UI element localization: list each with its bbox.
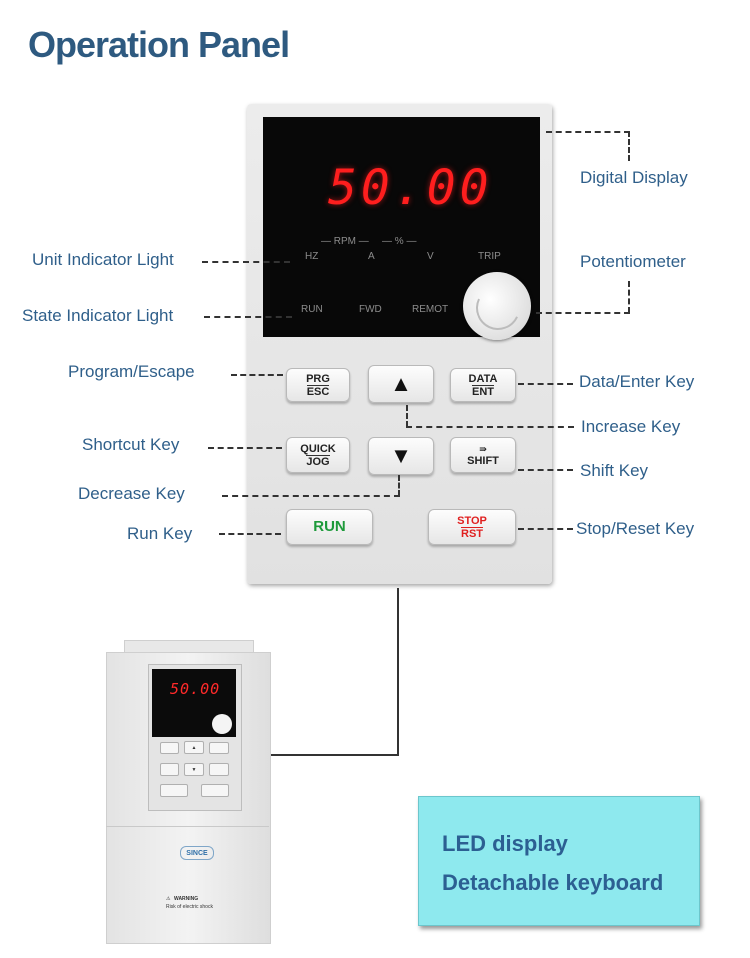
mini-digital-display: 50.00 bbox=[170, 680, 221, 698]
mini-key-run bbox=[160, 784, 188, 797]
state-light-remot: REMOT bbox=[412, 304, 449, 315]
callout-shift: Shift Key bbox=[580, 461, 649, 480]
potentiometer-knob[interactable] bbox=[463, 272, 531, 340]
callout-data-enter: Data/Enter Key bbox=[579, 372, 695, 391]
warning-icon: ⚠ bbox=[166, 896, 171, 902]
unit-light-hz: HZ bbox=[305, 251, 319, 262]
callout-program-escape: Program/Escape bbox=[68, 362, 195, 381]
prg-label: PRG bbox=[306, 372, 330, 385]
callout-digital-display: Digital Display bbox=[580, 168, 688, 187]
leader-stop-reset bbox=[518, 528, 573, 530]
leader-potentiometer bbox=[536, 312, 630, 314]
leader-unit-indicator bbox=[202, 261, 290, 263]
callout-shortcut: Shortcut Key bbox=[82, 435, 180, 454]
leader-state-indicator bbox=[204, 316, 292, 318]
leader-data-enter bbox=[518, 383, 573, 385]
mini-key-data bbox=[209, 742, 229, 754]
ent-label: ENT bbox=[472, 384, 494, 398]
leader-digital-display bbox=[546, 131, 630, 133]
callout-unit-indicator: Unit Indicator Light bbox=[32, 250, 174, 269]
shift-key[interactable]: ⇛ SHIFT bbox=[450, 437, 516, 473]
mini-key-stop bbox=[201, 784, 229, 797]
brand-logo: SINCE bbox=[180, 846, 214, 860]
quick-label: QUICK bbox=[300, 442, 336, 455]
leader-run bbox=[219, 533, 281, 535]
connector-line-h bbox=[240, 754, 399, 756]
unit-light-v: V bbox=[427, 251, 434, 262]
leader-increase bbox=[406, 426, 574, 428]
callout-increase: Increase Key bbox=[581, 417, 681, 436]
mini-key-shift bbox=[209, 763, 229, 776]
leader-shift bbox=[518, 469, 573, 471]
feature-led-display: LED display bbox=[442, 831, 568, 856]
prg-esc-key[interactable]: PRG ESC bbox=[286, 368, 350, 402]
digital-display: 50.00 bbox=[328, 160, 493, 216]
leader-potentiometer-v bbox=[628, 281, 630, 313]
callout-decrease: Decrease Key bbox=[78, 484, 185, 503]
stop-reset-key[interactable]: STOP RST bbox=[428, 509, 516, 545]
state-light-fwd: FWD bbox=[359, 304, 382, 315]
shift-arrow-icon: ⇛ bbox=[479, 444, 487, 454]
unit-group-rpm: — RPM — bbox=[321, 236, 369, 247]
leader-shortcut bbox=[208, 447, 282, 449]
warning-title: WARNING bbox=[174, 896, 199, 902]
run-label: RUN bbox=[313, 518, 346, 535]
drive-seam bbox=[106, 826, 269, 827]
leader-decrease-v bbox=[398, 475, 400, 496]
shift-label: SHIFT bbox=[467, 455, 499, 467]
leader-decrease bbox=[222, 495, 400, 497]
arrow-down-icon: ▼ bbox=[390, 443, 412, 468]
callout-run: Run Key bbox=[127, 524, 193, 543]
decrease-key[interactable]: ▼ bbox=[368, 437, 434, 475]
mini-key-prg bbox=[160, 742, 179, 754]
quick-jog-key[interactable]: QUICK JOG bbox=[286, 437, 350, 473]
rst-label: RST bbox=[461, 526, 483, 540]
mini-key-down: ▼ bbox=[184, 763, 204, 776]
mini-key-up: ▲ bbox=[184, 741, 204, 754]
leader-increase-v bbox=[406, 405, 408, 427]
esc-label: ESC bbox=[306, 384, 330, 398]
mini-potentiometer bbox=[212, 714, 232, 734]
arrow-up-icon: ▲ bbox=[390, 371, 412, 396]
state-light-run: RUN bbox=[301, 304, 323, 315]
feature-callout-box bbox=[418, 796, 700, 926]
data-label: DATA bbox=[468, 372, 498, 385]
data-enter-key[interactable]: DATA ENT bbox=[450, 368, 516, 402]
increase-key[interactable]: ▲ bbox=[368, 365, 434, 403]
feature-detachable-keyboard: Detachable keyboard bbox=[442, 870, 664, 895]
stop-label: STOP bbox=[457, 514, 487, 527]
unit-light-a: A bbox=[368, 251, 375, 262]
leader-digital-display-v bbox=[628, 131, 630, 161]
page-title: Operation Panel bbox=[28, 24, 290, 65]
warning-text: Risk of electric shock bbox=[166, 904, 213, 910]
unit-light-trip: TRIP bbox=[478, 251, 501, 262]
callout-state-indicator: State Indicator Light bbox=[22, 306, 174, 325]
connector-line-v bbox=[397, 588, 399, 756]
run-key[interactable]: RUN bbox=[286, 509, 373, 545]
callout-stop-reset: Stop/Reset Key bbox=[576, 519, 695, 538]
unit-group-percent: — % — bbox=[382, 236, 417, 247]
mini-key-quick bbox=[160, 763, 179, 776]
leader-program-escape bbox=[231, 374, 283, 376]
jog-label: JOG bbox=[306, 454, 330, 468]
callout-potentiometer: Potentiometer bbox=[580, 252, 686, 271]
